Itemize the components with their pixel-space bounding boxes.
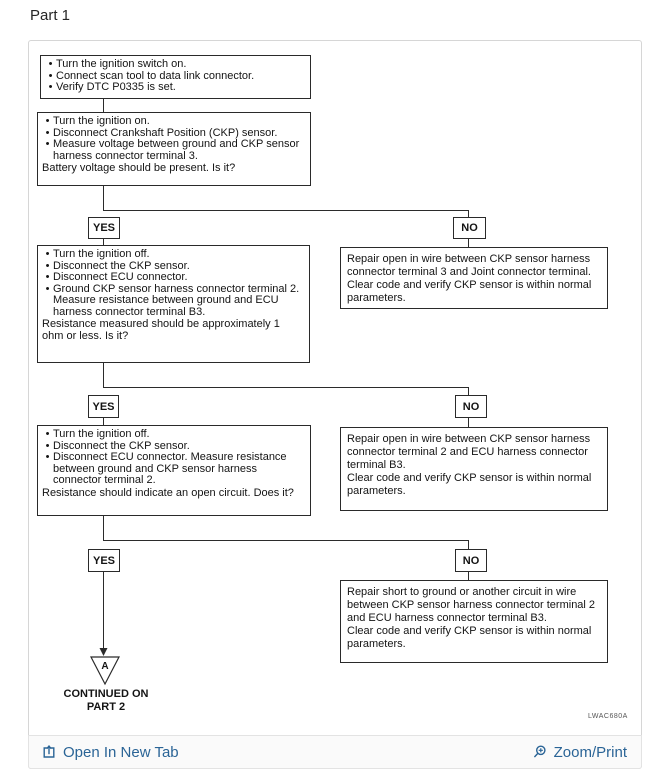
bullet-item: Disconnect the CKP sensor.: [42, 259, 304, 273]
no-label-3: NO: [455, 549, 487, 572]
continued-line-1: CONTINUED ON: [63, 688, 149, 700]
repair-text: Clear code and verify CKP sensor is with…: [347, 472, 592, 497]
no-label-2: NO: [455, 395, 487, 418]
bullet-item: Turn the ignition off.: [42, 428, 305, 441]
down-arrowhead-icon: [99, 648, 108, 656]
bullet-item: Ground CKP sensor harness connector term…: [42, 282, 304, 319]
repair-text: Repair open in wire between CKP sensor h…: [347, 433, 591, 471]
flow-step-3: Turn the ignition off. Disconnect the CK…: [37, 245, 310, 363]
bullet-text: Turn the ignition off.: [53, 428, 150, 440]
flow-repair-3: Repair short to ground or another circui…: [340, 580, 608, 663]
bullet-text: Disconnect Crankshaft Position (CKP) sen…: [53, 126, 278, 139]
flow-step-4: Turn the ignition off. Disconnect the CK…: [37, 425, 311, 516]
bullet-text: Turn the ignition switch on.: [56, 58, 187, 70]
figure-code: LWAC680A: [588, 713, 628, 720]
zoom-print-label: Zoom/Print: [553, 743, 627, 761]
open-in-new-tab-link[interactable]: Open In New Tab: [41, 744, 179, 761]
repair-text: Clear code and verify CKP sensor is with…: [347, 625, 592, 650]
repair-text: Repair open in wire between CKP sensor h…: [347, 253, 591, 278]
zoom-icon: [533, 745, 546, 758]
bullet-text: Disconnect ECU connector. Measure resist…: [53, 451, 287, 486]
bullet-item: Turn the ignition on.: [42, 115, 305, 128]
flow-step-2: Turn the ignition on. Disconnect Cranksh…: [37, 112, 311, 186]
question-text: Resistance measured should be approximat…: [42, 318, 280, 342]
continued-line-2: PART 2: [86, 701, 126, 713]
bullet-text: Ground CKP sensor harness connector term…: [53, 282, 300, 318]
part-title: Part 1: [30, 7, 71, 24]
connector-letter: A: [101, 661, 108, 672]
yes-label-3: YES: [88, 549, 120, 572]
bullet-text: Disconnect the CKP sensor.: [53, 259, 190, 272]
flow-repair-2: Repair open in wire between CKP sensor h…: [340, 427, 608, 511]
bullet-text: Turn the ignition off.: [53, 248, 150, 260]
repair-text: Repair short to ground or another circui…: [347, 586, 596, 624]
bullet-text: Measure voltage between ground and CKP s…: [53, 138, 300, 162]
bullet-text: Turn the ignition on.: [53, 115, 150, 127]
bullet-item: Disconnect Crankshaft Position (CKP) sen…: [42, 126, 305, 140]
bullet-text: Disconnect the CKP sensor.: [53, 439, 190, 452]
open-in-new-tab-icon: [43, 745, 55, 758]
zoom-print-link[interactable]: Zoom/Print: [532, 744, 627, 761]
bullet-item: Turn the ignition off.: [42, 248, 304, 261]
bullet-item: Disconnect ECU connector.: [42, 271, 304, 284]
flow-repair-1: Repair open in wire between CKP sensor h…: [340, 247, 608, 309]
yes-label-2: YES: [88, 395, 119, 418]
bullet-item: Disconnect ECU connector. Measure resist…: [42, 451, 305, 487]
open-in-new-tab-label: Open In New Tab: [63, 743, 179, 761]
continued-on-label: CONTINUED ON PART 2: [56, 688, 156, 714]
bullet-text: Verify DTC P0335 is set.: [56, 81, 176, 93]
bullet-item: Turn the ignition switch on.: [45, 58, 305, 71]
question-text: Battery voltage should be present. Is it…: [42, 162, 236, 174]
yes-label-1: YES: [88, 217, 120, 239]
bullet-item: Verify DTC P0335 is set.: [45, 81, 305, 94]
no-label-1: NO: [453, 217, 486, 239]
bullet-item: Connect scan tool to data link connector…: [45, 69, 305, 83]
bullet-item: Measure voltage between ground and CKP s…: [42, 138, 305, 162]
question-text: Resistance should indicate an open circu…: [42, 486, 294, 499]
flow-step-1: Turn the ignition switch on. Connect sca…: [40, 55, 311, 99]
diagram-toolbar: Open In New Tab Zoom/Print: [28, 735, 642, 769]
bullet-text: Disconnect ECU connector.: [53, 271, 188, 283]
offpage-connector-triangle-icon: [90, 656, 120, 686]
repair-text: Clear code and verify CKP sensor is with…: [347, 279, 592, 304]
bullet-text: Connect scan tool to data link connector…: [56, 69, 255, 82]
bullet-item: Disconnect the CKP sensor.: [42, 439, 305, 453]
